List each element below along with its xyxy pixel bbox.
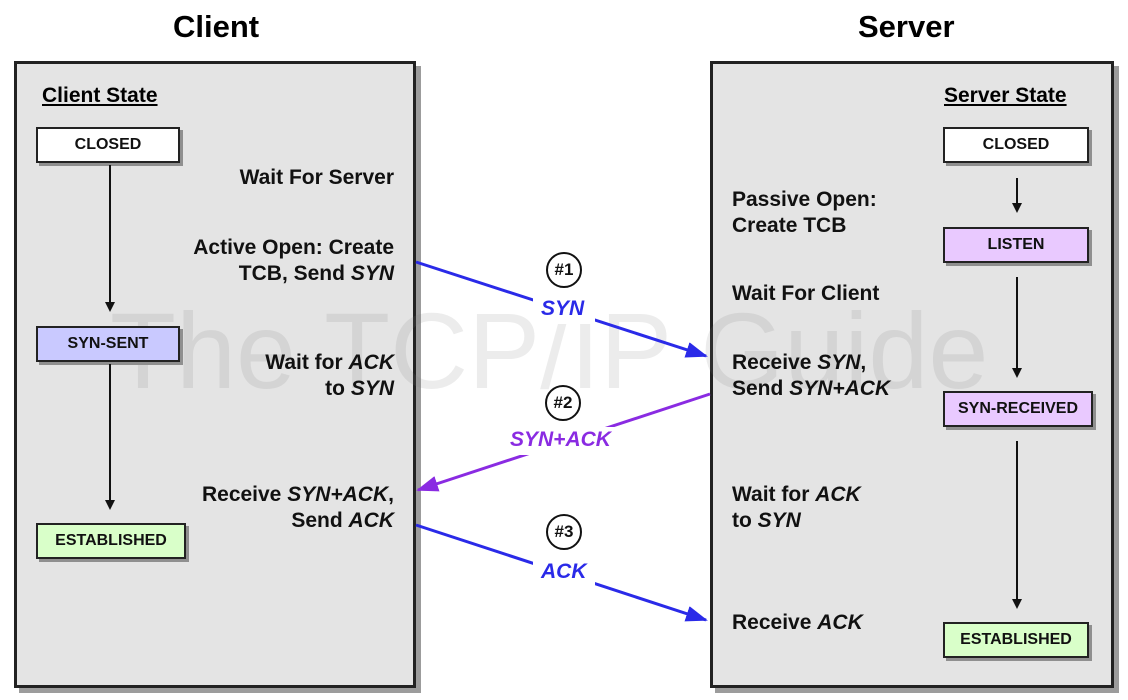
client-state-established: ESTABLISHED xyxy=(36,523,186,559)
client-label-wait-for-server: Wait For Server xyxy=(239,166,394,189)
client-label-receive-syn-ack: Receive SYN+ACK, Send ACK xyxy=(201,483,394,532)
server-label-passive-open: Passive Open: Create TCB xyxy=(732,188,877,237)
client-heading: Client xyxy=(173,9,260,44)
server-state-closed: CLOSED xyxy=(943,127,1089,163)
syn-ack-label-bg xyxy=(505,427,619,455)
message-label-ack: ACK xyxy=(541,560,587,583)
server-label-wait-for-ack: Wait for ACK to SYN xyxy=(732,483,861,532)
client-panel xyxy=(14,61,416,688)
server-state-established: ESTABLISHED xyxy=(943,622,1089,658)
message-label-syn-ack: SYN+ACK xyxy=(510,428,611,451)
syn-label-bg xyxy=(533,296,595,324)
client-state-title: Client State xyxy=(42,84,158,107)
server-heading: Server xyxy=(858,9,955,44)
server-state-title: Server State xyxy=(944,84,1067,107)
message-number-3: #3 xyxy=(546,514,582,550)
client-state-closed: CLOSED xyxy=(36,127,180,163)
message-number-2: #2 xyxy=(545,385,581,421)
server-label-wait-for-client: Wait For Client xyxy=(732,282,880,305)
client-state-syn-sent: SYN-SENT xyxy=(36,326,180,362)
server-panel xyxy=(710,61,1114,688)
server-state-listen: LISTEN xyxy=(943,227,1089,263)
client-label-wait-for-ack: Wait for ACK to SYN xyxy=(265,351,394,400)
client-label-active-open: Active Open: Create TCB, Send SYN xyxy=(193,236,394,285)
server-label-receive-syn: Receive SYN, Send SYN+ACK xyxy=(732,351,891,400)
server-state-syn-received: SYN-RECEIVED xyxy=(943,391,1093,427)
ack-label-bg xyxy=(533,559,595,587)
message-number-1: #1 xyxy=(546,252,582,288)
message-label-syn: SYN xyxy=(541,297,585,320)
server-label-receive-ack: Receive ACK xyxy=(732,611,863,634)
